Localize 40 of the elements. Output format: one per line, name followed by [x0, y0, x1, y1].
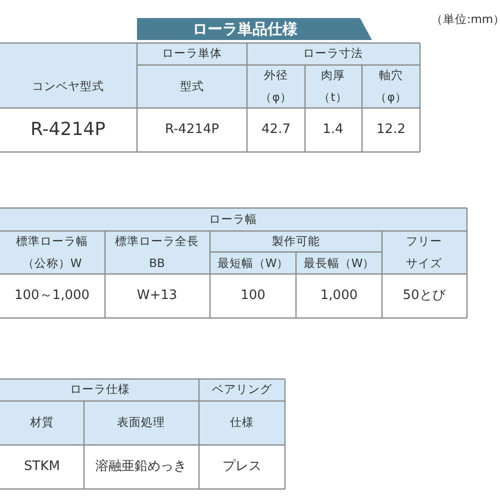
- table-header-text: 最長幅（W）: [303, 257, 375, 271]
- table-cell-text: R-4214P: [164, 122, 220, 138]
- banner-title: ローラ単品仕様: [192, 20, 298, 38]
- table-header-text: 表面処理: [117, 416, 165, 430]
- table-header-text: （φ）: [375, 91, 407, 105]
- table-cell-text: 50とび: [402, 288, 446, 304]
- table-header-text: 肉厚: [321, 69, 345, 83]
- table-cell-text: プレス: [222, 459, 262, 475]
- table-header-text: 材質: [30, 416, 54, 430]
- table-cell-text: STKM: [24, 459, 60, 475]
- table-cell-text: 12.2: [376, 122, 406, 138]
- table-cell-text: 1,000: [320, 288, 358, 304]
- table-header-text: コンベヤ型式: [32, 80, 104, 94]
- table-header-text: 標準ローラ幅: [16, 235, 88, 249]
- table-header-text: ローラ幅: [209, 213, 257, 227]
- table-header-text: フリー: [406, 235, 442, 249]
- table-header-text: 型式: [180, 80, 204, 94]
- table-header-text: （t）: [318, 91, 348, 105]
- table-header-text: 外径: [264, 69, 288, 83]
- table-header-text: （公称）W: [22, 257, 82, 271]
- unit-note: （単位:mm）: [430, 13, 500, 27]
- table-header-text: 仕様: [230, 416, 254, 430]
- table-header-text: 軸穴: [379, 69, 403, 83]
- table-cell-text: 100～1,000: [14, 288, 90, 304]
- table-header-text: サイズ: [406, 257, 442, 271]
- table-header-text: 標準ローラ全長: [115, 235, 199, 249]
- table-header-text: 最短幅（W）: [217, 257, 289, 271]
- table-cell-text: 溶融亜鉛めっき: [96, 459, 186, 475]
- table-header-text: ローラ仕様: [70, 383, 130, 397]
- table-header-text: BB: [149, 257, 165, 271]
- table-cell-text: W+13: [136, 288, 178, 304]
- table-header-text: 製作可能: [272, 235, 320, 249]
- table-cell-text: 42.7: [262, 122, 290, 138]
- table-cell-text: 100: [240, 288, 266, 304]
- table-cell-text: 1.4: [322, 122, 344, 138]
- table-header-text: ベアリング: [212, 383, 272, 397]
- table-header-text: ローラ単体: [162, 47, 222, 61]
- table-header-text: ローラ寸法: [303, 47, 363, 61]
- table-header-text: （φ）: [260, 91, 292, 105]
- table-cell-text: R-4214P: [30, 119, 106, 141]
